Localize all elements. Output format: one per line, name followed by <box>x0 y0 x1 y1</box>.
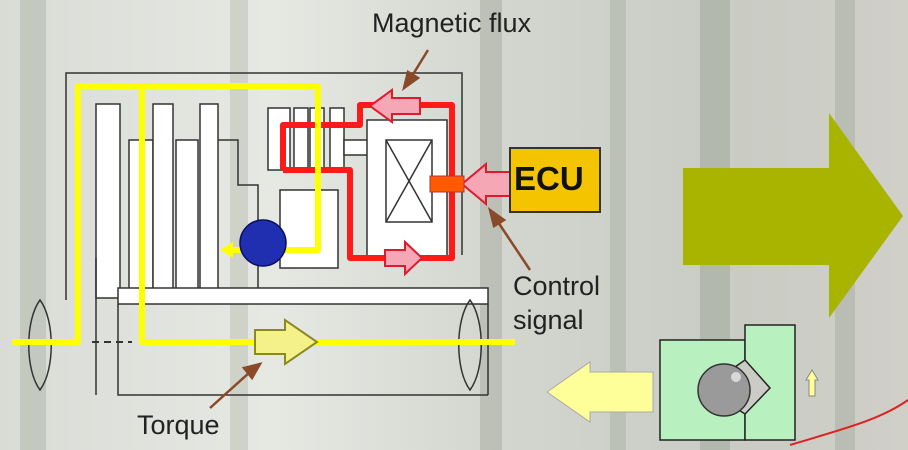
ball <box>239 219 287 267</box>
torque-label: Torque <box>137 410 220 440</box>
flux-arrow-bottom <box>384 239 424 277</box>
control-arrow <box>460 161 511 207</box>
up-arrow-icon <box>805 369 819 397</box>
torque-arrowhead <box>220 242 233 258</box>
ecu-box <box>509 147 601 213</box>
flux-arrows <box>368 88 511 277</box>
flux-arrow-top <box>368 88 421 124</box>
ecu-connector <box>429 175 465 193</box>
left-arrow <box>546 361 654 423</box>
magnetic-flux-label: Magnetic flux <box>372 8 532 38</box>
cam-ball <box>697 363 751 417</box>
torque-arrow <box>254 318 319 366</box>
cam-detail <box>659 324 796 441</box>
big-right-arrow <box>683 113 903 318</box>
control-signal-label-line2: signal <box>513 305 584 335</box>
ecu-label: ECU <box>514 160 584 197</box>
magnetic-flux-path <box>280 102 455 261</box>
control-signal-label-line1: Control <box>513 271 601 301</box>
decorative-streak <box>789 399 908 446</box>
leader-lines <box>209 49 532 409</box>
